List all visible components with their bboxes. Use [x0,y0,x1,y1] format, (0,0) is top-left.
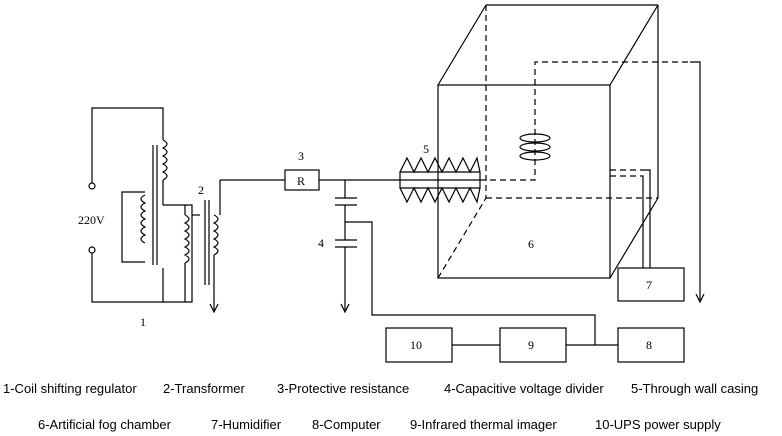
legend-item-7: 7-Humidifier [211,417,282,432]
component-number-1: 1 [140,315,146,329]
component-number-6: 6 [528,237,534,251]
component-number-2: 2 [198,183,204,197]
component-number-5: 5 [423,142,429,156]
resistor-symbol: R [297,174,305,188]
legend-item-6: 6-Artificial fog chamber [38,417,171,432]
legend-item-8: 8-Computer [312,417,381,432]
legend-item-2: 2-Transformer [163,381,245,396]
imager-box [499,327,567,363]
humidifier-label: 7 [646,278,652,292]
capacitive-voltage-divider [335,180,596,345]
through-wall-casing [399,156,481,204]
ups-label: 10 [410,338,422,352]
legend-item-10: 10-UPS power supply [595,417,721,432]
humidifier-box [617,267,685,302]
legend-item-4: 4-Capacitive voltage divider [444,381,604,396]
ups-box [385,327,453,363]
legend-item-9: 9-Infrared thermal imager [410,417,557,432]
label-voltage: 220V [78,213,105,227]
imager-label: 9 [528,338,534,352]
transformer [192,180,221,314]
legend-item-3: 3-Protective resistance [277,381,410,396]
component-number-3: 3 [298,149,304,163]
coil-shifting-regulator [88,107,193,303]
artificial-fog-chamber [437,4,705,304]
legend-item-1: 1-Coil shifting regulator [3,381,137,396]
component-number-4: 4 [318,236,324,250]
legend-item-5: 5-Through wall casing [631,381,759,396]
computer-label: 8 [646,338,652,352]
computer-box [617,327,685,363]
